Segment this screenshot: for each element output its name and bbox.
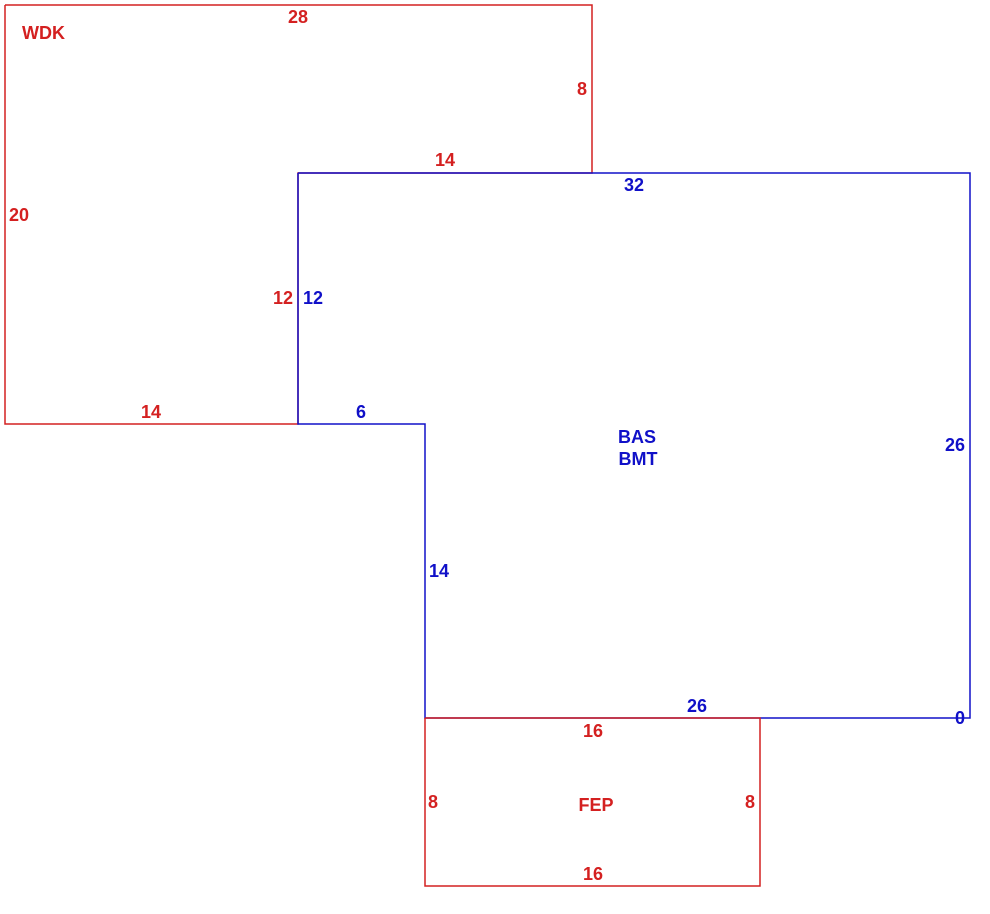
fep-top-dimension: 16 xyxy=(583,721,603,741)
fep-left-dimension: 8 xyxy=(428,792,438,812)
wdk-step-top-dimension: 14 xyxy=(435,150,455,170)
bas-left-dimension: 12 xyxy=(303,288,323,308)
fep-right-dimension: 8 xyxy=(745,792,755,812)
bas-corner-dimension: 0 xyxy=(955,708,965,728)
fep-outline xyxy=(424,717,761,887)
wdk-right-dimension: 8 xyxy=(577,79,587,99)
bas-top-dimension: 32 xyxy=(624,175,644,195)
bas-step-top-dimension: 6 xyxy=(356,402,366,422)
wdk-top-dimension: 28 xyxy=(288,7,308,27)
fep-area-label: FEP xyxy=(578,795,613,815)
wdk-area-label: WDK xyxy=(22,23,65,43)
wdk-bottom-dimension: 14 xyxy=(141,402,161,422)
bas-area-label: BAS xyxy=(618,427,656,447)
bmt-area-label: BMT xyxy=(619,449,658,469)
wdk-left-dimension: 20 xyxy=(9,205,29,225)
fep-bottom-dimension: 16 xyxy=(583,864,603,884)
bas-right-dimension: 26 xyxy=(945,435,965,455)
wdk-step-left-dimension: 12 xyxy=(273,288,293,308)
bas-bottom-dimension: 26 xyxy=(687,696,707,716)
bas-inner-left-dimension: 14 xyxy=(429,561,449,581)
